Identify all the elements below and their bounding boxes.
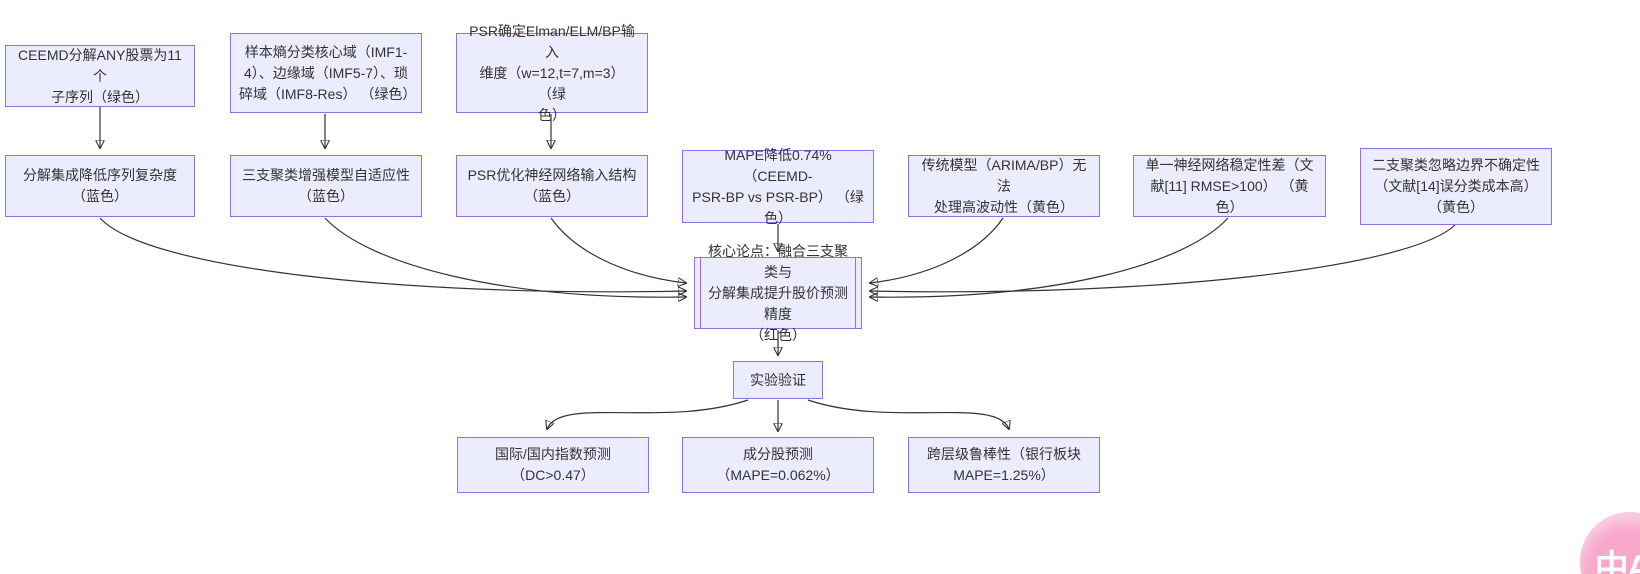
node-robustness: 跨层级鲁棒性（银行板块 MAPE=1.25%） — [908, 437, 1100, 493]
node-experiment-validation-label: 实验验证 — [750, 371, 806, 388]
node-experiment-validation: 实验验证 — [733, 361, 823, 399]
node-sample-entropy-label: 样本熵分类核心域（IMF1- 4）、边缘域（IMF5-7）、琐 碎域（IMF8-… — [239, 43, 417, 102]
node-single-nn-limitation: 单一神经网络稳定性差（文 献[11] RMSE>100） （黄色） — [1133, 155, 1326, 217]
node-psr-benefit-label: PSR优化神经网络输入结构 （蓝色） — [467, 167, 637, 204]
node-core-thesis-label: 核心论点：融合三支聚类与 分解集成提升股价预测精度 （红色） — [708, 242, 848, 343]
node-decomposition-benefit-label: 分解集成降低序列复杂度 （蓝色） — [23, 167, 177, 204]
edge-experiment-to-index — [547, 399, 749, 429]
edge-psrbenefit-to-core — [550, 217, 686, 283]
node-mape-improvement-label: MAPE降低0.74%（CEEMD- PSR-BP vs PSR-BP） （绿 … — [692, 146, 864, 226]
node-decomposition-benefit: 分解集成降低序列复杂度 （蓝色） — [5, 155, 195, 217]
node-sample-entropy: 样本熵分类核心域（IMF1- 4）、边缘域（IMF5-7）、琐 碎域（IMF8-… — [230, 33, 422, 113]
node-index-prediction: 国际/国内指数预测 （DC>0.47） — [457, 437, 649, 493]
node-robustness-label: 跨层级鲁棒性（银行板块 MAPE=1.25%） — [927, 446, 1081, 483]
node-index-prediction-label: 国际/国内指数预测 （DC>0.47） — [495, 446, 611, 483]
node-traditional-limitation: 传统模型（ARIMA/BP）无法 处理高波动性（黄色） — [908, 155, 1100, 217]
node-core-thesis: 核心论点：融合三支聚类与 分解集成提升股价预测精度 （红色） — [694, 243, 862, 343]
edge-threeway-to-core — [324, 217, 686, 297]
node-three-way-benefit-label: 三支聚类增强模型自适应性 （蓝色） — [242, 167, 410, 204]
node-ceemd-decompose: CEEMD分解ANY股票为11个 子序列（绿色） — [5, 45, 195, 107]
edge-experiment-to-robustness — [807, 399, 1009, 429]
translate-float-button[interactable]: 中A — [1580, 512, 1640, 574]
edge-singlenn-to-core — [870, 217, 1229, 297]
node-three-way-benefit: 三支聚类增强模型自适应性 （蓝色） — [230, 155, 422, 217]
node-constituent-prediction-label: 成分股预测 （MAPE=0.062%） — [716, 446, 840, 483]
node-psr-input-dim: PSR确定Elman/ELM/BP输入 维度（w=12,t=7,m=3） （绿 … — [456, 23, 648, 123]
node-mape-improvement: MAPE降低0.74%（CEEMD- PSR-BP vs PSR-BP） （绿 … — [682, 147, 874, 226]
node-two-way-limitation-label: 二支聚类忽略边界不确定性 （文献[14]误分类成本高） （黄色） — [1372, 157, 1540, 215]
translate-button-label: 中A — [1594, 548, 1640, 574]
edge-twoway-to-core — [870, 224, 1456, 292]
node-constituent-prediction: 成分股预测 （MAPE=0.062%） — [682, 437, 874, 493]
node-single-nn-limitation-label: 单一神经网络稳定性差（文 献[11] RMSE>100） （黄色） — [1145, 156, 1314, 215]
node-psr-benefit: PSR优化神经网络输入结构 （蓝色） — [456, 155, 648, 217]
node-two-way-limitation: 二支聚类忽略边界不确定性 （文献[14]误分类成本高） （黄色） — [1360, 148, 1552, 225]
node-traditional-limitation-label: 传统模型（ARIMA/BP）无法 处理高波动性（黄色） — [921, 156, 1087, 215]
edge-traditional-to-core — [870, 217, 1004, 283]
edge-decomposition-to-core — [99, 217, 686, 292]
node-ceemd-decompose-label: CEEMD分解ANY股票为11个 子序列（绿色） — [18, 46, 182, 105]
node-psr-input-dim-label: PSR确定Elman/ELM/BP输入 维度（w=12,t=7,m=3） （绿 … — [469, 22, 635, 123]
